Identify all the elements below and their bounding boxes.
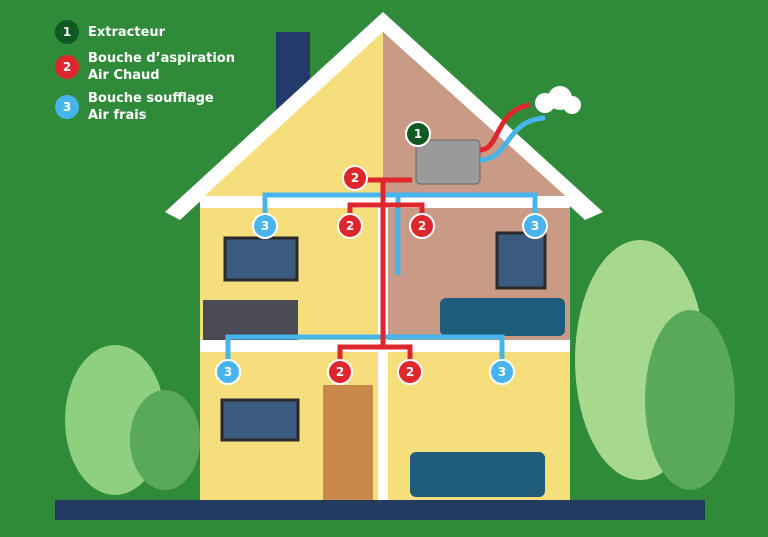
marker-warm-air: 2 [327,359,353,385]
legend-item-fresh-air: 3 Bouche soufflage Air frais [55,90,235,124]
badge-1: 1 [55,20,79,44]
svg-text:1: 1 [414,127,422,141]
kitchen-counter [203,300,298,340]
legend-label: Bouche d’aspiration Air Chaud [88,51,235,83]
legend-label: Extracteur [88,24,166,40]
marker-extractor: 1 [405,121,431,147]
svg-text:3: 3 [224,365,232,379]
legend: 1 Extracteur 2 Bouche d’aspiration Air C… [55,20,235,130]
door [323,385,373,500]
legend-item-warm-air: 2 Bouche d’aspiration Air Chaud [55,50,235,84]
marker-warm-air: 2 [337,213,363,239]
svg-text:3: 3 [531,219,539,233]
marker-warm-air: 2 [342,165,368,191]
marker-fresh-air: 3 [522,213,548,239]
marker-warm-air: 2 [397,359,423,385]
attic-left [200,32,383,200]
marker-fresh-air: 3 [489,359,515,385]
svg-text:2: 2 [336,365,344,379]
svg-text:2: 2 [346,219,354,233]
sofa [410,452,545,497]
badge-3: 3 [55,95,79,119]
marker-warm-air: 2 [409,213,435,239]
trees [65,240,735,495]
windows [220,231,547,442]
legend-item-extractor: 1 Extracteur [55,20,235,44]
badge-2: 2 [55,55,79,79]
extractor-unit [415,139,481,185]
svg-text:3: 3 [498,365,506,379]
center-wall [378,200,388,500]
legend-label: Bouche soufflage Air frais [88,91,214,123]
sofa [440,298,565,336]
marker-fresh-air: 3 [215,359,241,385]
svg-text:3: 3 [261,219,269,233]
cloud [535,86,581,114]
ground [55,500,705,520]
svg-text:2: 2 [418,219,426,233]
svg-text:2: 2 [351,171,359,185]
marker-fresh-air: 3 [252,213,278,239]
svg-text:2: 2 [406,365,414,379]
